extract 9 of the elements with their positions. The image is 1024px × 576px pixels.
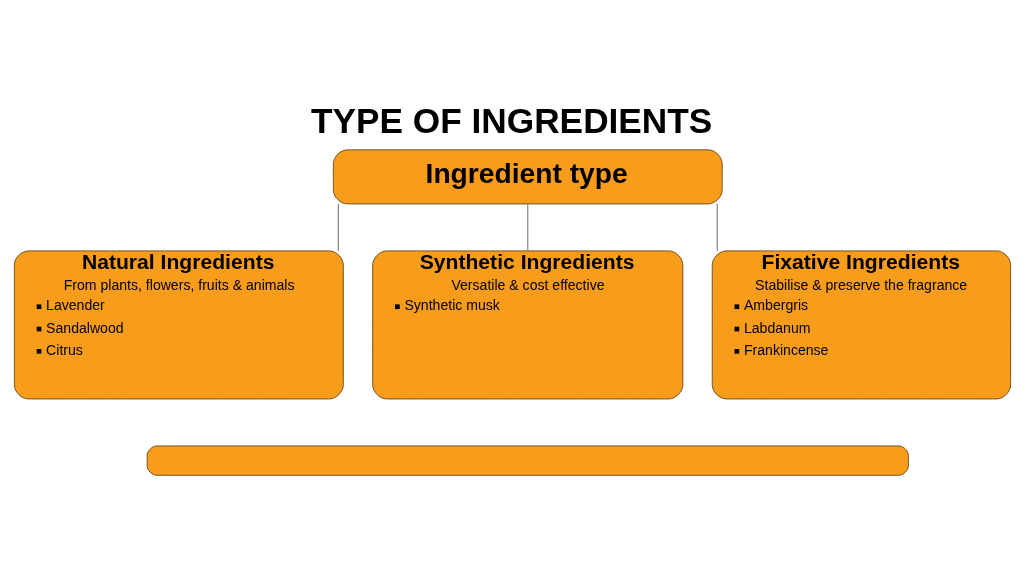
- node-box: Fixative Ingredients Stabilise & preserve the fragrance Ambergris Labdanum Frankincense: [711, 249, 1011, 399]
- diagram-title: TYPE OF INGREDIENTS: [310, 100, 712, 140]
- connector: [716, 202, 718, 251]
- node-box: Synthetic Ingredients Versatile & cost effective Synthetic musk: [371, 249, 683, 399]
- node-box: Natural Ingredients From plants, flowers, fruits & animals Lavender Sandalwood Citrus: [13, 249, 344, 399]
- connector: [337, 202, 339, 251]
- node-box: Ingredient type: [332, 148, 723, 204]
- connector: [526, 202, 528, 251]
- node-bar: [146, 444, 909, 476]
